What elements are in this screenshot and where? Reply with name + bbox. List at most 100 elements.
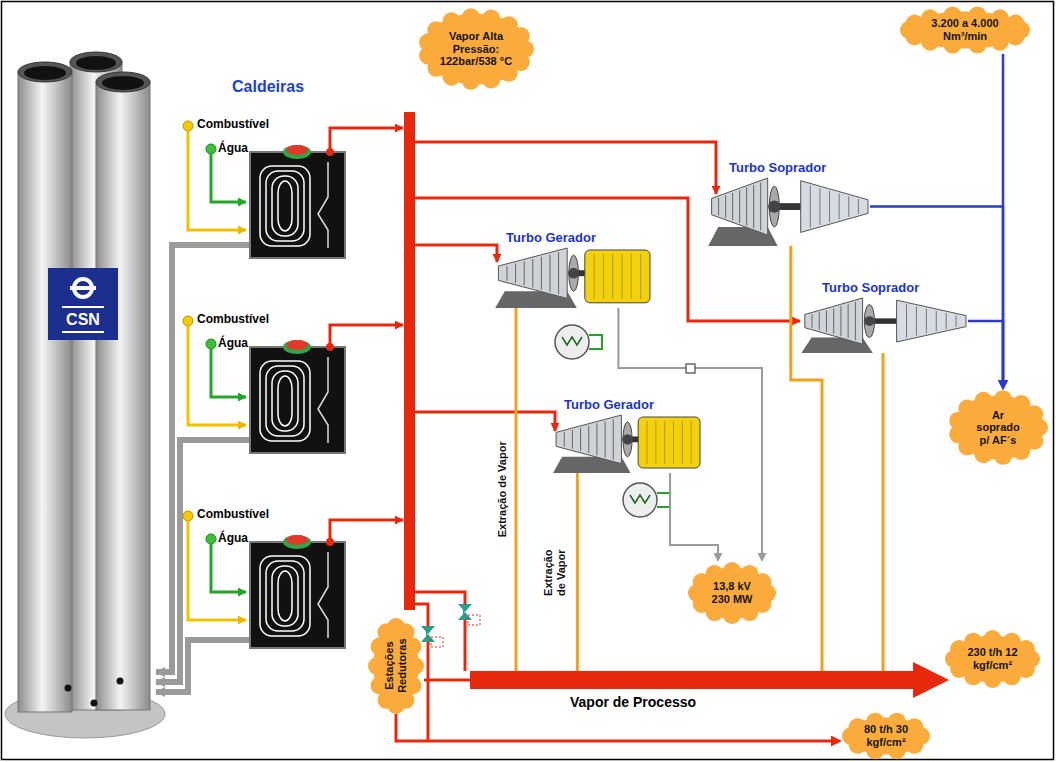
valve — [421, 626, 443, 647]
chimney-part — [62, 331, 104, 333]
connector — [618, 308, 762, 553]
cloud-shape-part — [741, 603, 759, 621]
connector — [900, 671, 913, 689]
turbines — [495, 178, 966, 473]
steam-pipes-part — [330, 520, 403, 542]
cloud-shape-part — [974, 392, 992, 410]
connector — [791, 246, 822, 671]
turbine: Turbo Soprador — [798, 278, 968, 353]
chimney-part — [18, 62, 72, 82]
turbo-generator-part — [622, 254, 623, 299]
turbo-blower-part — [864, 316, 874, 326]
chimney-part — [102, 76, 144, 90]
turbo-generator-part — [682, 421, 683, 464]
boiler-part — [183, 316, 193, 326]
callout-text: Vapor Alta Pressão: 122bar/538 °C — [433, 30, 519, 68]
turbine: Turbo Soprador — [705, 158, 870, 246]
cloud-shape-part — [1006, 14, 1024, 32]
turbo-generator-part — [594, 254, 595, 299]
turbo-blower-part — [753, 185, 754, 228]
callout-text: 3.200 a 4.000 Nm³/min — [915, 17, 1015, 42]
turbo-generator-part — [691, 421, 692, 464]
turbo-blower-part — [916, 307, 917, 336]
boiler-part — [272, 371, 298, 431]
boiler-part — [266, 366, 304, 436]
turbo-blower-part — [839, 194, 840, 220]
turbo-generator-part — [572, 430, 573, 449]
chimney-part — [91, 700, 98, 707]
boiler — [183, 121, 345, 258]
cloud-shape-part — [512, 27, 530, 45]
turbo-blower-part — [946, 313, 947, 329]
cloud-shape-part — [462, 72, 480, 90]
turbo-blower-part — [858, 199, 859, 214]
process-steam-bar — [470, 671, 900, 689]
condenser-part — [555, 325, 589, 359]
turbo-blower-part — [801, 181, 868, 233]
callout-cloud: Vapor Alta Pressão: 122bar/538 °C — [418, 8, 534, 90]
turbo-blower-part — [829, 191, 830, 222]
connector — [576, 473, 579, 671]
cloud-shape-part — [723, 606, 741, 624]
cloud-shape-part — [427, 21, 445, 39]
turbine-name: Turbo Gerador — [492, 230, 596, 245]
input-label: Combustível — [197, 312, 269, 326]
boiler-part — [211, 154, 246, 202]
turbo-blower-part — [840, 306, 841, 336]
turbo-blower-part — [897, 300, 966, 342]
cloud-shape-part — [906, 14, 924, 32]
boiler-part — [206, 534, 216, 544]
turbo-generator-part — [515, 264, 516, 283]
callout-text: 80 t/h 30 kgf/cm² — [857, 723, 915, 748]
chimney-part — [70, 52, 122, 72]
condenser-part — [589, 335, 602, 349]
boiler-part — [206, 144, 216, 154]
chimney-part — [48, 268, 118, 340]
steam-pipes-part — [330, 128, 403, 152]
turbo-generator-part — [564, 432, 565, 446]
logo-text: CSN — [66, 311, 100, 329]
turbo-generator — [495, 248, 650, 308]
valve-part — [421, 634, 435, 642]
cloud-shape-part — [462, 8, 480, 26]
condensers — [555, 325, 670, 517]
callout-cloud: 230 t/h 12 kgf/cm² — [945, 630, 1040, 688]
steam-pipes-part — [415, 142, 716, 194]
valve-part — [421, 626, 435, 634]
edge-label: Extração de Vapor — [496, 441, 509, 537]
boiler-part — [278, 181, 292, 231]
switch-symbol — [686, 364, 695, 373]
turbo-generator-part — [569, 255, 579, 291]
boiler-part — [283, 145, 311, 159]
connector — [396, 714, 831, 741]
boiler — [183, 316, 345, 453]
turbo-blower-part — [833, 308, 834, 334]
callout-cloud: Ar soprado p/ AF´s — [948, 390, 1048, 465]
turbo-generator-part — [640, 254, 641, 299]
turbo-blower-part — [712, 178, 768, 235]
callout-cloud: 3.200 a 4.000 Nm³/min — [900, 6, 1030, 54]
boiler-part — [260, 556, 310, 636]
turbo-blower — [801, 298, 966, 353]
connector — [968, 321, 1003, 380]
valve-part — [426, 630, 428, 638]
turbo-blower-part — [855, 302, 856, 340]
turbo-blower-part — [926, 309, 927, 334]
boiler-part — [283, 340, 311, 354]
cloud-shape-part — [1025, 405, 1043, 423]
boiler-part — [183, 121, 193, 131]
boiler-part — [272, 566, 298, 626]
callout-cloud: 80 t/h 30 kgf/cm² — [842, 712, 930, 760]
flue-ducts-part — [156, 640, 250, 692]
turbo-generator-part — [613, 419, 614, 459]
chimney-part — [76, 56, 116, 70]
callout-cloud: Estações Redutoras — [368, 618, 424, 714]
valve — [458, 604, 480, 625]
turbo-blower-part — [864, 305, 874, 338]
cloud-shape-part — [443, 68, 461, 86]
boiler-part — [278, 376, 292, 426]
cloud-shape-part — [482, 10, 500, 28]
